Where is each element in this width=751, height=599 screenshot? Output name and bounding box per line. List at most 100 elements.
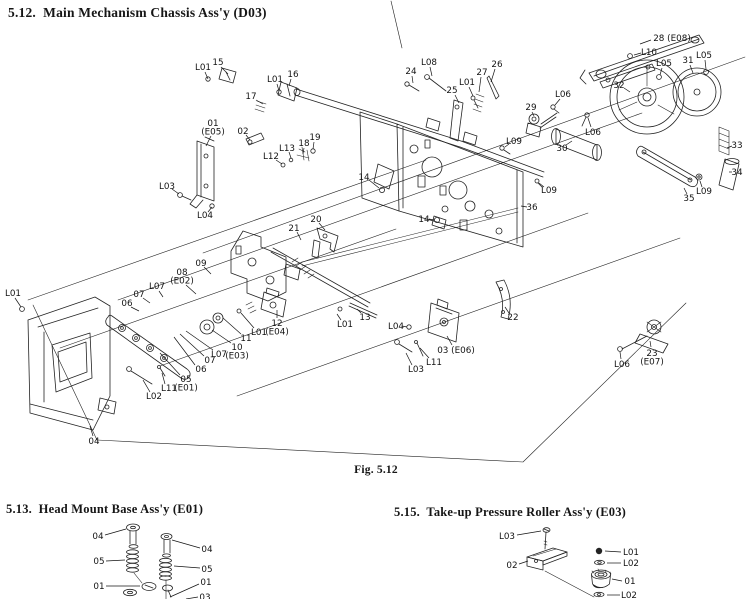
leader-line xyxy=(683,187,688,195)
part-label: 19 xyxy=(309,133,320,143)
leader-line xyxy=(288,78,292,87)
part-label: 02 xyxy=(506,561,517,571)
leader-line xyxy=(104,528,127,536)
part-label: 34 xyxy=(731,168,743,178)
part-label: L06 xyxy=(585,128,601,138)
part-label: 16 xyxy=(287,70,299,80)
leader-line xyxy=(255,99,264,105)
part-label: 04 xyxy=(88,437,100,447)
leader-line xyxy=(611,578,623,582)
part-label: 01 xyxy=(624,577,635,587)
part-label: L09 xyxy=(541,186,557,196)
part-label: 02 xyxy=(237,127,248,137)
part-label: L12 xyxy=(263,152,279,162)
part-label: L01 xyxy=(459,78,475,88)
part-label: 01(E05) xyxy=(201,119,225,138)
part-label: 07 xyxy=(204,356,215,366)
leader-line xyxy=(207,206,213,213)
part-label: 18 xyxy=(298,139,309,149)
part-label: L08 xyxy=(421,58,437,68)
part-label: 32 xyxy=(613,81,624,91)
leader-line xyxy=(312,141,315,150)
part-label: 01 xyxy=(93,582,104,592)
leader-line xyxy=(478,76,482,93)
leader-line xyxy=(504,143,510,148)
leader-line xyxy=(203,266,212,275)
part-label: 33 xyxy=(731,141,742,151)
part-label: 10(E03) xyxy=(225,343,249,362)
leader-line xyxy=(179,333,205,357)
leader-line xyxy=(704,59,707,70)
part-label: L01 xyxy=(195,63,211,73)
part-label: 14 xyxy=(358,173,370,183)
part-label: L01 xyxy=(5,289,21,299)
leader-line xyxy=(604,550,622,553)
leader-line xyxy=(169,583,200,598)
leader-line xyxy=(428,218,435,221)
leader-line xyxy=(411,75,414,84)
part-label: L07 xyxy=(149,282,165,292)
main-mechanism-exploded-view xyxy=(19,0,746,463)
part-label: L01 xyxy=(337,320,353,330)
part-label: 03 (E06) xyxy=(437,346,475,356)
leader-line xyxy=(356,308,362,314)
part-label: 20 xyxy=(310,215,322,225)
takeup-pressure-roller-exploded-view xyxy=(526,527,612,598)
part-label: L02 xyxy=(146,392,162,402)
part-label: L03 xyxy=(408,365,424,375)
part-label: 31 xyxy=(682,56,693,66)
leader-line xyxy=(222,317,242,335)
leader-line xyxy=(185,284,197,295)
leader-line xyxy=(689,64,694,74)
part-label: L06 xyxy=(555,90,571,100)
leader-line xyxy=(211,329,232,344)
part-label: 03 xyxy=(199,593,210,599)
leader-line xyxy=(296,231,302,241)
leader-line xyxy=(587,117,592,128)
leader-line xyxy=(158,290,164,298)
section-title-512: 5.12. Main Mechanism Chassis Ass'y (D03) xyxy=(8,5,267,20)
leader-line xyxy=(419,347,430,359)
section-title-513: 5.13. Head Mount Base Ass'y (E01) xyxy=(6,502,204,516)
part-label: L04 xyxy=(388,322,404,332)
part-label: 05(E01) xyxy=(174,375,198,394)
leader-line xyxy=(171,539,201,549)
leader-line xyxy=(14,297,22,308)
part-label: 21 xyxy=(288,224,299,234)
part-label: 29 xyxy=(525,103,536,113)
leader-line xyxy=(516,530,542,536)
leader-line xyxy=(649,340,652,348)
leader-line xyxy=(504,306,510,314)
part-label: 27 xyxy=(476,68,487,78)
leader-line xyxy=(105,559,126,562)
part-label: 22 xyxy=(507,313,518,323)
leader-line xyxy=(538,182,545,188)
leader-line xyxy=(633,52,642,56)
leader-line xyxy=(275,159,283,165)
part-label: 01 xyxy=(200,578,211,588)
leader-line xyxy=(220,66,229,75)
leader-line xyxy=(554,98,561,106)
part-label: L09 xyxy=(696,187,712,197)
leader-line xyxy=(518,560,529,565)
leader-line xyxy=(240,312,255,329)
part-label: L07 xyxy=(211,350,227,360)
leader-line xyxy=(401,325,408,328)
leader-line xyxy=(173,336,196,366)
part-label: 15 xyxy=(212,58,223,68)
part-label: 05 xyxy=(93,557,104,567)
leader-line xyxy=(288,151,292,159)
part-label: 08(E02) xyxy=(170,268,194,287)
leader-line xyxy=(446,335,453,346)
leader-line xyxy=(173,565,201,569)
leader-line xyxy=(639,39,652,45)
part-label: L05 xyxy=(696,51,712,61)
part-label: L04 xyxy=(197,211,213,221)
part-label: 23(E07) xyxy=(640,349,664,368)
part-label: L03 xyxy=(159,182,175,192)
part-label: 28 (E08) xyxy=(653,34,691,44)
leader-line xyxy=(520,205,528,208)
leader-line xyxy=(318,222,326,231)
figure-caption: Fig. 5.12 xyxy=(354,464,398,476)
leader-line xyxy=(490,68,496,83)
